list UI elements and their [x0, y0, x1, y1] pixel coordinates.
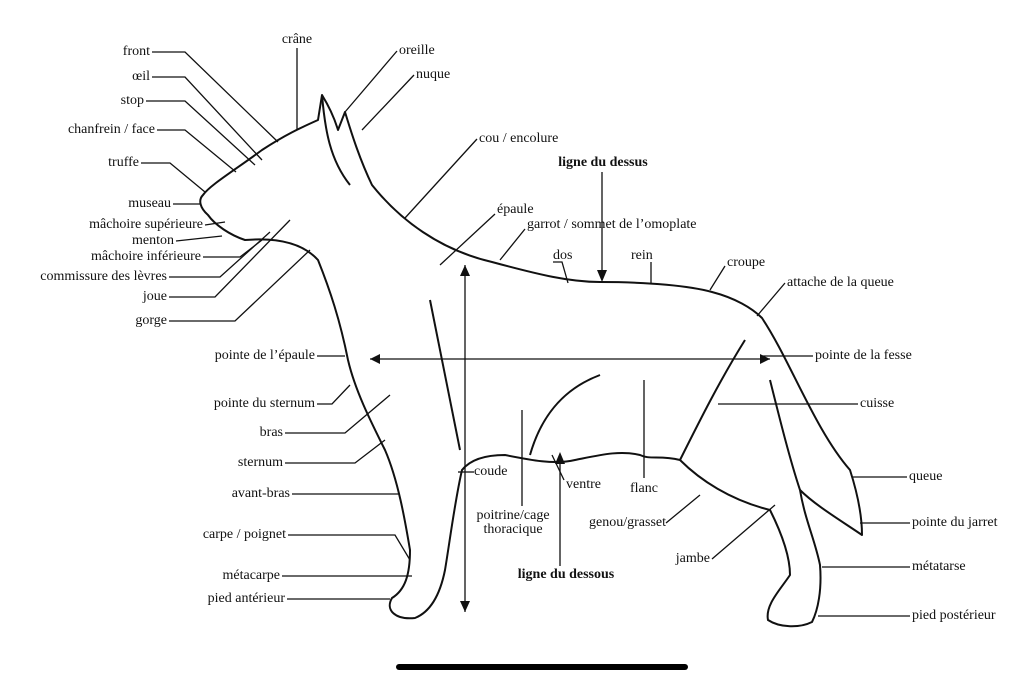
label-pointe-fesse: pointe de la fesse — [815, 348, 912, 363]
label-attache-queue: attache de la queue — [787, 275, 894, 290]
label-rein: rein — [631, 248, 653, 263]
label-pied-posterieur: pied postérieur — [912, 608, 996, 623]
label-croupe: croupe — [727, 255, 766, 270]
label-bras: bras — [259, 425, 283, 440]
label-truffe: truffe — [108, 155, 139, 170]
label-flanc: flanc — [630, 481, 658, 496]
label-front: front — [122, 44, 150, 59]
label-pointe-jarret: pointe du jarret — [912, 515, 998, 530]
label-avant-bras: avant-bras — [231, 486, 290, 501]
label-machoire-superieure: mâchoire supérieure — [89, 217, 203, 232]
label-pointe-epaule: pointe de l’épaule — [214, 348, 315, 363]
label-jambe: jambe — [675, 551, 710, 566]
label-ligne-dessous: ligne du dessous — [517, 567, 615, 582]
label-sternum: sternum — [237, 455, 283, 470]
label-queue: queue — [909, 469, 943, 484]
label-carpe: carpe / poignet — [202, 527, 286, 542]
label-stop: stop — [120, 93, 144, 108]
label-crane: crâne — [281, 32, 313, 47]
label-menton: menton — [132, 233, 174, 248]
label-metacarpe: métacarpe — [222, 568, 280, 583]
arrow-heads — [370, 265, 770, 612]
label-thoracique: thoracique — [483, 522, 543, 537]
label-commissure: commissure des lèvres — [40, 269, 167, 284]
label-dos: dos — [553, 248, 573, 263]
label-genou: genou/grasset — [589, 515, 666, 530]
label-gorge: gorge — [135, 313, 167, 328]
label-oeil: œil — [132, 69, 150, 84]
label-chanfrein: chanfrein / face — [67, 122, 155, 137]
label-machoire-inferieure: mâchoire inférieure — [91, 249, 201, 264]
label-epaule: épaule — [497, 202, 534, 217]
dog-outline — [199, 94, 863, 628]
label-poitrine: poitrine/cage — [476, 508, 550, 523]
label-cuisse: cuisse — [860, 396, 895, 411]
leader-lines — [141, 48, 910, 617]
label-garrot: garrot / sommet de l’omoplate — [527, 217, 697, 232]
label-nuque: nuque — [416, 67, 451, 82]
label-metatarse: métatarse — [912, 559, 966, 574]
label-ventre: ventre — [566, 477, 601, 492]
home-indicator-bar[interactable] — [396, 664, 688, 670]
label-museau: museau — [128, 196, 171, 211]
label-pied-anterieur: pied antérieur — [207, 591, 285, 606]
label-cou: cou / encolure — [479, 131, 559, 146]
label-coude: coude — [474, 464, 508, 479]
label-ligne-dessus: ligne du dessus — [558, 155, 648, 170]
label-joue: joue — [142, 289, 167, 304]
label-oreille: oreille — [399, 43, 435, 58]
label-pointe-sternum: pointe du sternum — [213, 396, 315, 411]
